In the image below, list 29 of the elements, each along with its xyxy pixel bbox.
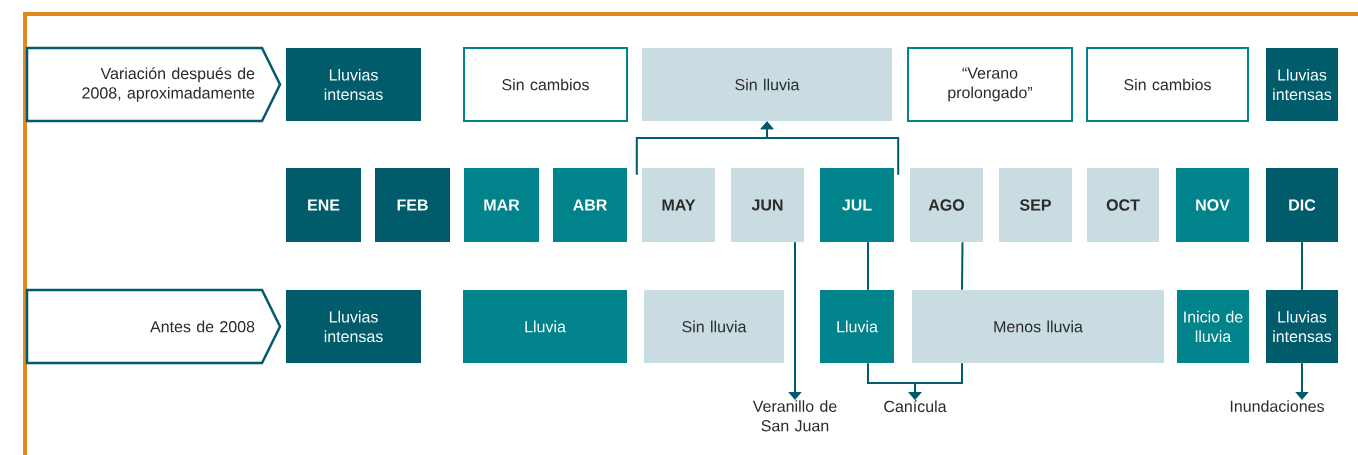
month-box: JUL bbox=[820, 168, 894, 242]
event-label: Inundaciones bbox=[1230, 400, 1324, 412]
month-box: FEB bbox=[375, 168, 450, 242]
month-box: NOV bbox=[1176, 168, 1249, 242]
event-label: Veranillo de San Juan bbox=[752, 400, 837, 432]
month-box: OCT bbox=[1087, 168, 1159, 242]
month-box: DIC bbox=[1266, 168, 1338, 242]
period-box: Lluvia bbox=[463, 290, 627, 363]
period-box: Inicio de lluvia bbox=[1177, 290, 1249, 363]
month-box: SEP bbox=[999, 168, 1072, 242]
period-box: Lluvia bbox=[820, 290, 894, 363]
period-box: Lluvias intensas bbox=[1266, 290, 1338, 363]
month-box: MAR bbox=[464, 168, 539, 242]
period-box: Sin lluvia bbox=[642, 48, 892, 121]
month-box: JUN bbox=[731, 168, 804, 242]
month-box: ABR bbox=[553, 168, 627, 242]
month-box: ENE bbox=[286, 168, 361, 242]
period-box: Sin cambios bbox=[1086, 47, 1249, 122]
event-label: Canícula bbox=[884, 400, 947, 413]
period-box: Menos lluvia bbox=[912, 290, 1164, 363]
period-box: Sin cambios bbox=[463, 47, 628, 122]
arrow bbox=[760, 121, 900, 176]
month-box: AGO bbox=[910, 168, 983, 242]
month-box: MAY bbox=[642, 168, 715, 242]
period-box: Lluvias intensas bbox=[1266, 48, 1338, 121]
period-box: Lluvias intensas bbox=[286, 48, 421, 121]
period-box: “Verano prolongado” bbox=[907, 47, 1073, 122]
period-box: Lluvias intensas bbox=[286, 290, 421, 363]
period-box: Sin lluvia bbox=[644, 290, 784, 363]
